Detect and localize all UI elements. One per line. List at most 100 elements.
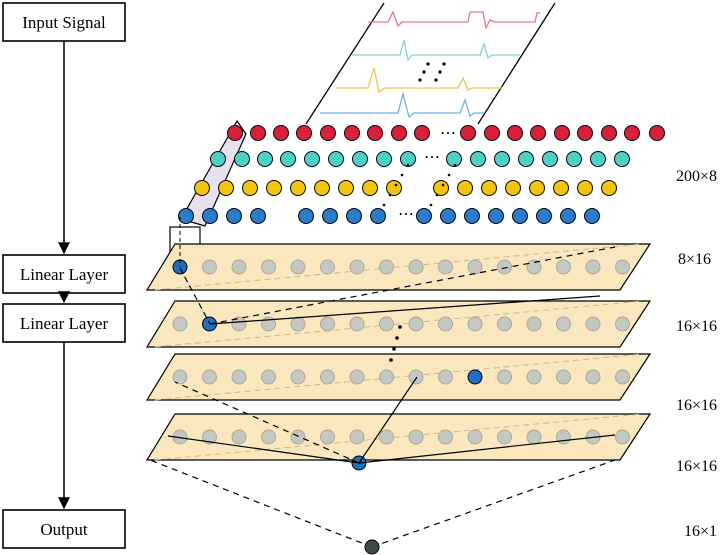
grid-neuron [376, 151, 392, 167]
grid-ellipsis-row1: ⋯ [440, 125, 456, 142]
layer-neuron [290, 429, 306, 445]
dim-layer-3: 16×16 [676, 397, 717, 414]
output-box: Output [2, 509, 126, 549]
waveform-panel-left-edge [305, 2, 385, 125]
layer-neuron [438, 429, 453, 445]
grid-neuron [488, 208, 504, 224]
layer-neuron [231, 369, 247, 385]
grid-neuron [218, 180, 234, 196]
layer-neuron [408, 429, 424, 445]
grid-neuron [328, 151, 344, 167]
grid-neuron [577, 180, 593, 196]
grid-neuron [344, 125, 360, 141]
layer-neuron [526, 259, 542, 275]
input-signal-box: Input Signal [2, 2, 126, 42]
layer-neuron [408, 369, 424, 385]
active-neuron [467, 369, 483, 385]
layer-neuron [202, 369, 217, 385]
layer-neuron [261, 429, 276, 445]
waveform-red [368, 10, 540, 31]
layer-neuron [556, 316, 571, 332]
dim-output: 16×1 [684, 523, 717, 540]
grid-neuron [280, 151, 296, 167]
grid-neuron [440, 208, 456, 224]
grid-neuron [234, 151, 250, 167]
grid-neuron [484, 125, 500, 141]
grid-neuron [320, 125, 336, 141]
output-label: Output [40, 520, 88, 539]
layer-neuron [438, 316, 453, 332]
grid-neuron [416, 208, 432, 224]
layer-neuron [497, 429, 512, 445]
layer-neuron [467, 259, 483, 275]
waveform-yellow [336, 67, 502, 94]
layer-neuron [585, 316, 601, 332]
waveform-panel-right-edge [477, 2, 556, 125]
grid-neuron [505, 180, 521, 196]
grid-ellipsis-row2: ⋯ [424, 149, 440, 166]
grid-neuron [386, 180, 402, 196]
grid-neuron [584, 208, 600, 224]
layer-neuron [202, 259, 217, 275]
grid-neuron [530, 125, 546, 141]
layers [145, 243, 652, 471]
grid-neuron [560, 208, 576, 224]
grid-neuron [553, 180, 569, 196]
layer-neuron [231, 316, 247, 332]
grid-neuron [614, 151, 630, 167]
grid-neuron [536, 208, 552, 224]
layer-neuron [467, 429, 483, 445]
layer-neuron [408, 259, 424, 275]
grid-neuron [446, 151, 462, 167]
grid-neuron [512, 208, 528, 224]
grid-neuron [542, 151, 558, 167]
layer-neuron [261, 369, 276, 385]
grid-neuron [554, 125, 570, 141]
layer-neuron [379, 369, 394, 385]
grid-neuron [322, 208, 338, 224]
input-signal-label: Input Signal [22, 13, 106, 32]
layer-neuron [585, 259, 601, 275]
grid-neuron [298, 208, 314, 224]
grid-neuron [202, 208, 218, 224]
layer-neuron [585, 369, 601, 385]
layer-neuron [556, 429, 571, 445]
layer-neuron [202, 429, 217, 445]
grid-neuron [367, 125, 383, 141]
layer-neuron [349, 259, 365, 275]
layer-neuron [497, 369, 512, 385]
grid-neuron [296, 125, 312, 141]
grid-neuron [257, 151, 273, 167]
input-grid [178, 125, 665, 224]
grid-neuron [266, 180, 282, 196]
layer-neuron [172, 369, 188, 385]
grid-neuron [226, 208, 242, 224]
layer-neuron [438, 369, 453, 385]
connections [149, 217, 616, 548]
linear-layer-box-1: Linear Layer [2, 254, 126, 294]
grid-neuron [601, 125, 617, 141]
grid-neuron [400, 151, 416, 167]
grid-neuron [346, 208, 362, 224]
layer-neuron [349, 316, 365, 332]
grid-neuron [590, 151, 606, 167]
dim-layer-1: 8×16 [678, 251, 711, 268]
grid-neuron [481, 180, 497, 196]
grid-neuron [518, 151, 534, 167]
linear-layer-label-2: Linear Layer [20, 314, 109, 333]
grid-neuron [304, 151, 320, 167]
grid-neuron [178, 208, 194, 224]
grid-neuron [529, 180, 545, 196]
grid-neuron [457, 180, 473, 196]
layer-neuron [379, 429, 394, 445]
linear-layer-label-1: Linear Layer [20, 265, 109, 284]
grid-neuron [577, 125, 593, 141]
grid-neuron [433, 180, 449, 196]
layer-neuron [320, 316, 335, 332]
layer-neuron [261, 259, 276, 275]
layer-neuron [615, 259, 630, 275]
grid-neuron [494, 151, 510, 167]
layer-neuron [526, 369, 542, 385]
grid-neuron [362, 180, 378, 196]
